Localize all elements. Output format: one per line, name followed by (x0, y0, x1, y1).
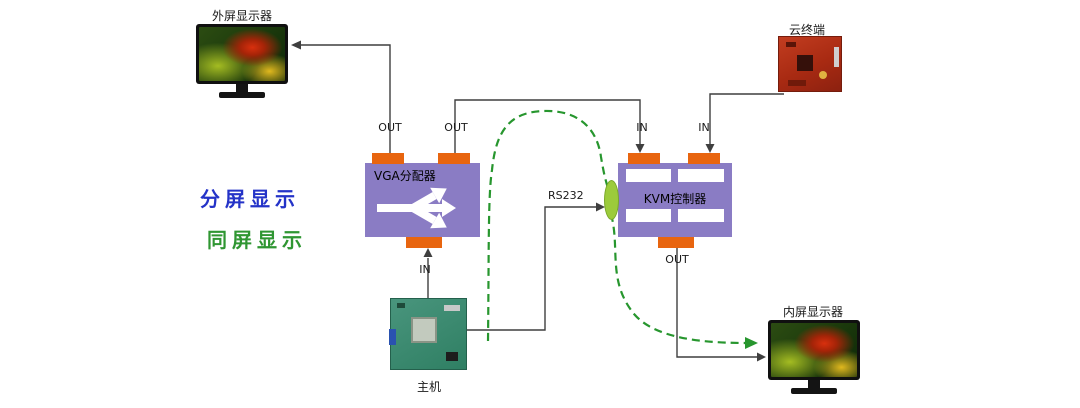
wire-cloud-terminal-to-kvm (709, 93, 784, 145)
board-chip (446, 352, 458, 361)
same-screen-dashed-path-upper (486, 109, 610, 342)
arrowhead-same-screen-path (745, 337, 758, 349)
kvm-controller-box: KVM控制器 (618, 163, 732, 237)
internal-monitor (768, 320, 860, 394)
legend-split-screen: 分屏显示 (200, 187, 300, 211)
same-screen-dashed-path-lower (609, 213, 747, 345)
rs232-connector (604, 180, 619, 220)
board-edge-connector (834, 47, 839, 67)
kvm-out-bottom-label: OUT (665, 253, 689, 266)
vga-out-left-label: OUT (378, 121, 402, 134)
monitor-base (791, 388, 837, 394)
kvm-slot (626, 209, 671, 222)
vga-splitter-box: VGA分配器 (365, 163, 480, 237)
board-component (788, 80, 806, 86)
arrowhead-into-kvm-in-left (635, 144, 645, 153)
legend-same-screen: 同屏显示 (207, 228, 307, 252)
kvm-in-right-connector (688, 153, 720, 164)
rs232-label: RS232 (548, 189, 584, 202)
kvm-in-left-label: IN (636, 121, 648, 134)
cpu-socket (411, 317, 437, 343)
board-component (819, 71, 827, 79)
vga-out-left-connector (372, 153, 404, 164)
external-monitor (196, 24, 288, 98)
internal-monitor-title: 内屏显示器 (783, 305, 844, 319)
kvm-slot (678, 169, 724, 182)
arrowhead-into-rs232-connector (596, 202, 605, 212)
board-port (389, 329, 396, 345)
wire-kvm-to-internal-monitor (676, 248, 758, 358)
board-chip (797, 55, 813, 71)
wire-vga-to-kvm (454, 99, 641, 153)
monitor-base (219, 92, 265, 98)
board-component (786, 42, 796, 47)
monitor-neck (236, 84, 248, 92)
kvm-slot (678, 209, 724, 222)
arrowhead-into-vga-in (423, 248, 433, 257)
external-monitor-title: 外屏显示器 (212, 9, 273, 23)
board-component (444, 305, 460, 311)
cloud-terminal-title: 云终端 (789, 23, 826, 37)
kvm-in-left-connector (628, 153, 660, 164)
vga-in-bottom-label: IN (419, 263, 431, 276)
vga-out-right-label: OUT (444, 121, 468, 134)
split-arrows-icon (377, 187, 456, 229)
kvm-out-bottom-connector (658, 237, 694, 248)
cloud-terminal-board (778, 36, 842, 92)
kvm-slot (626, 169, 671, 182)
monitor-neck (808, 380, 820, 388)
arrowhead-into-kvm-in-right (705, 144, 715, 153)
monitor-frame (768, 320, 860, 380)
arrowhead-into-external-monitor (291, 40, 301, 50)
vga-splitter-title: VGA分配器 (374, 169, 436, 183)
monitor-screen (199, 27, 285, 81)
vga-in-bottom-connector (406, 237, 442, 248)
kvm-controller-title: KVM控制器 (643, 192, 707, 206)
board-component (397, 303, 405, 308)
vga-out-right-connector (438, 153, 470, 164)
monitor-screen (771, 323, 857, 377)
wire-host-rs232-to-kvm (467, 206, 597, 331)
kvm-in-right-label: IN (698, 121, 710, 134)
monitor-frame (196, 24, 288, 84)
host-board (389, 298, 467, 370)
arrowhead-into-internal-monitor (757, 352, 766, 362)
host-title: 主机 (417, 380, 442, 394)
wire-vga-to-external-monitor (299, 44, 391, 153)
